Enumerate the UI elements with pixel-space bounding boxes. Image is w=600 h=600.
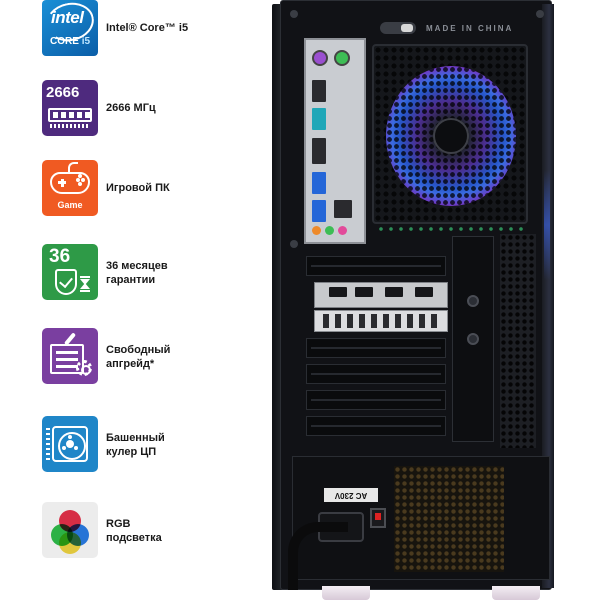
case-marking: MADE IN CHINA	[426, 24, 514, 33]
hourglass-icon	[80, 276, 90, 292]
audio-jack	[338, 226, 347, 235]
rgb-circles-icon	[42, 502, 98, 558]
feature-label-line-2: гарантии	[106, 274, 156, 286]
expansion-slot	[306, 416, 446, 436]
feature-label: Игровой ПК	[106, 182, 170, 194]
psu-fan-grill	[394, 466, 504, 572]
motherboard-gear-icon	[42, 328, 98, 384]
feature-label-line-1: RGB	[106, 518, 131, 530]
feature-label-line-1: 36 месяцев	[106, 260, 168, 272]
feature-label-line-2: подсветка	[106, 532, 162, 544]
screw	[290, 10, 298, 18]
slot-cover-bracket	[452, 236, 494, 442]
case-foot	[322, 586, 370, 600]
feature-warranty: 36 36 месяцев гарантии	[42, 244, 262, 300]
feature-label-line-1: Свободный	[106, 344, 171, 356]
feature-cooler: Башенный кулер ЦП	[42, 416, 262, 472]
fan-led-strip	[376, 222, 526, 236]
intel-core-i5-icon: intel CORE i5	[42, 0, 98, 56]
feature-gaming: Game Игровой ПК	[42, 160, 262, 216]
ethernet-port	[334, 200, 352, 218]
psu-voltage-label: AC 230V	[324, 488, 378, 502]
usb3-port	[312, 200, 326, 222]
ps2-port	[312, 50, 328, 66]
feature-rgb: RGB подсветка	[42, 502, 262, 558]
usb-port	[312, 108, 326, 130]
audio-jack	[325, 226, 334, 235]
side-vent	[500, 234, 536, 448]
ps2-port	[334, 50, 350, 66]
ram-stick-icon: 2666	[42, 80, 98, 136]
rgb-glow	[544, 170, 550, 280]
gpu-bracket	[314, 282, 448, 308]
expansion-slot	[306, 256, 446, 276]
feature-label: 2666 МГц	[106, 102, 156, 114]
case-latch	[380, 22, 416, 34]
feature-ram: 2666 2666 МГц	[42, 80, 262, 136]
expansion-slot	[306, 364, 446, 384]
screw	[536, 10, 544, 18]
power-switch	[370, 508, 386, 528]
io-shield	[304, 38, 366, 244]
case-foot	[492, 586, 540, 600]
feature-cpu: intel CORE i5 Intel® Core™ i5	[42, 0, 262, 56]
tower-cooler-icon	[42, 416, 98, 472]
hdmi-port	[312, 138, 326, 164]
audio-jack	[312, 226, 321, 235]
feature-upgrade: Свободный апгрейд*	[42, 328, 262, 384]
feature-label-line-2: апгрейд*	[106, 358, 155, 370]
feature-label-line-2: кулер ЦП	[106, 446, 157, 458]
gpu-vent-bracket	[314, 310, 448, 332]
glass-side-panel	[542, 4, 554, 588]
feature-label-line-1: Башенный	[106, 432, 165, 444]
feature-label: Intel® Core™ i5	[106, 22, 189, 34]
usb-port	[312, 80, 326, 102]
gamepad-icon: Game	[42, 160, 98, 216]
screw	[290, 240, 298, 248]
power-cable	[288, 522, 348, 590]
fan-hub	[433, 118, 469, 154]
shield-check-icon: 36	[42, 244, 98, 300]
expansion-slot	[306, 390, 446, 410]
usb3-port	[312, 172, 326, 194]
expansion-slot	[306, 338, 446, 358]
